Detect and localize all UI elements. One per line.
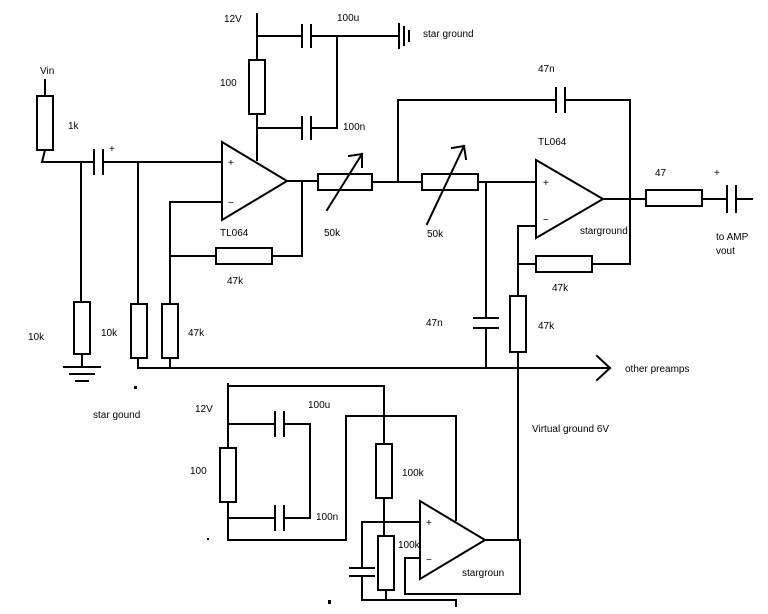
opamp3-minus: − — [426, 555, 432, 566]
pot2-label: 50k — [427, 229, 444, 240]
opamp1-label: TL064 — [220, 228, 249, 239]
cap-47n-mid-label: 47n — [426, 318, 443, 329]
other-preamps-label: other preamps — [625, 364, 689, 375]
opamp-3-triangle — [419, 499, 487, 581]
input-cap-plus: + — [109, 144, 115, 155]
output-section: 47 + to AMP vout — [645, 168, 753, 257]
output-cap-plus: + — [714, 168, 720, 179]
r100k-b-label: 100k — [398, 540, 421, 551]
resistor-100k-a — [375, 443, 393, 499]
opamp1-minus: − — [228, 198, 234, 209]
r100k-a-label: 100k — [402, 468, 425, 479]
r10k-b-label: 10k — [101, 328, 118, 339]
stargroun-op3-label: stargroun — [462, 568, 504, 579]
opamp2-plus: + — [543, 178, 549, 189]
vout-label: vout — [716, 246, 735, 257]
r47k-fb2-label: 47k — [552, 283, 569, 294]
cap-47n-top-label: 47n — [538, 64, 555, 75]
r47-out-label: 47 — [655, 168, 667, 179]
opamp3-plus: + — [426, 518, 432, 529]
r47k-right-label: 47k — [538, 321, 555, 332]
resistor-47k-fb1 — [215, 247, 273, 265]
opamp-2-triangle — [535, 158, 605, 240]
star-gound-bottom-label: star gound — [93, 410, 140, 421]
opamp2-label: TL064 — [538, 137, 567, 148]
virtual-ground-generator: 12V 100 100u 100n 100k 100k — [190, 383, 521, 607]
r10k-a-label: 10k — [28, 332, 45, 343]
opamp-2: + − TL064 starground 47n 47k 47k — [426, 99, 647, 369]
cap-100n-top-label: 100n — [343, 122, 365, 133]
cap-100n-bottom-label: 100n — [316, 512, 338, 523]
v12-top-label: 12V — [224, 14, 242, 25]
input-resistor-1k — [36, 95, 54, 151]
resistor-47k-left — [161, 303, 179, 359]
vin-label: Vin — [40, 66, 54, 77]
resistor-47k-fb2 — [535, 255, 593, 273]
resistor-10k-ground — [73, 301, 91, 355]
resistor-100-top — [248, 59, 266, 115]
r-input-label: 1k — [68, 121, 80, 132]
resistor-100k-b — [377, 535, 395, 591]
opamp-1: + − TL064 12V 100 100u star ground 100n … — [169, 13, 474, 287]
r100-bottom-label: 100 — [190, 466, 207, 477]
cap-100u-top-label: 100u — [337, 13, 359, 24]
r47k-left-label: 47k — [188, 328, 205, 339]
pot-section: 50k 47n 50k — [317, 64, 631, 240]
resistor-100-bottom — [219, 447, 237, 503]
opamp1-plus: + — [228, 158, 234, 169]
v12-bottom-label: 12V — [195, 404, 213, 415]
r47k-fb1-label: 47k — [227, 276, 244, 287]
input-section: Vin 1k + 10k 10k 47k star gound — [28, 66, 223, 421]
virtual-ground-label: Virtual ground 6V — [532, 424, 609, 435]
cap-100u-bottom-label: 100u — [308, 400, 330, 411]
virtual-ground-bus: other preamps Virtual ground 6V — [137, 354, 689, 541]
resistor-47-out — [645, 189, 703, 207]
r100-top-label: 100 — [220, 78, 237, 89]
opamp-1-triangle — [221, 140, 289, 222]
star-ground-top-label: star ground — [423, 29, 474, 40]
pot1-label: 50k — [324, 228, 341, 239]
opamp2-minus: − — [543, 215, 549, 226]
resistor-47k-right — [509, 295, 527, 353]
stargound-op2-label: starground — [580, 226, 628, 237]
resistor-10k-bias — [130, 303, 148, 359]
to-amp-label: to AMP — [716, 232, 749, 243]
